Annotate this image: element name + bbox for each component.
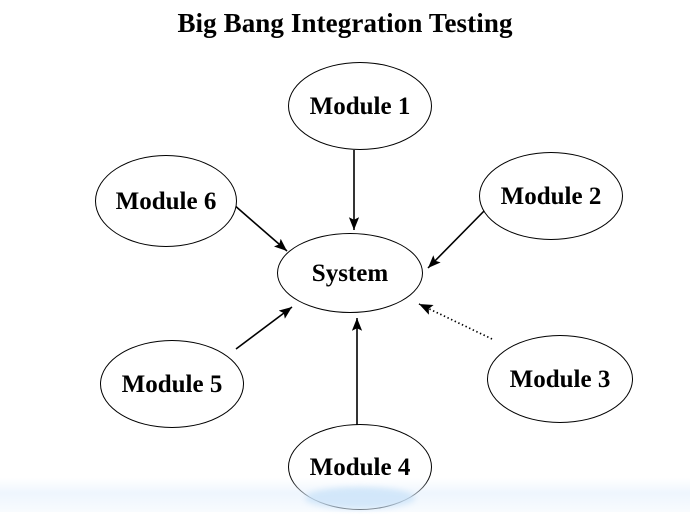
edge-module-6-system bbox=[232, 203, 288, 252]
node-module-2-label: Module 2 bbox=[500, 182, 602, 210]
node-module-4-label: Module 4 bbox=[309, 453, 411, 481]
node-module-5[interactable]: Module 5 bbox=[100, 340, 244, 428]
node-system-label: System bbox=[311, 259, 389, 287]
node-module-1-label: Module 1 bbox=[309, 92, 411, 120]
node-system[interactable]: System bbox=[277, 233, 423, 313]
node-module-5-label: Module 5 bbox=[121, 370, 223, 398]
node-module-3[interactable]: Module 3 bbox=[487, 335, 633, 423]
node-module-2[interactable]: Module 2 bbox=[479, 152, 623, 240]
page-title: Big Bang Integration Testing bbox=[177, 8, 513, 38]
node-module-6[interactable]: Module 6 bbox=[95, 155, 237, 247]
node-module-1[interactable]: Module 1 bbox=[288, 62, 432, 150]
node-module-3-label: Module 3 bbox=[509, 365, 611, 393]
edge-module-2-system bbox=[427, 207, 488, 269]
edge-module-5-system bbox=[235, 306, 293, 350]
node-module-4[interactable]: Module 4 bbox=[288, 424, 432, 510]
node-module-6-label: Module 6 bbox=[115, 187, 217, 215]
edge-module-3-system bbox=[418, 303, 493, 340]
